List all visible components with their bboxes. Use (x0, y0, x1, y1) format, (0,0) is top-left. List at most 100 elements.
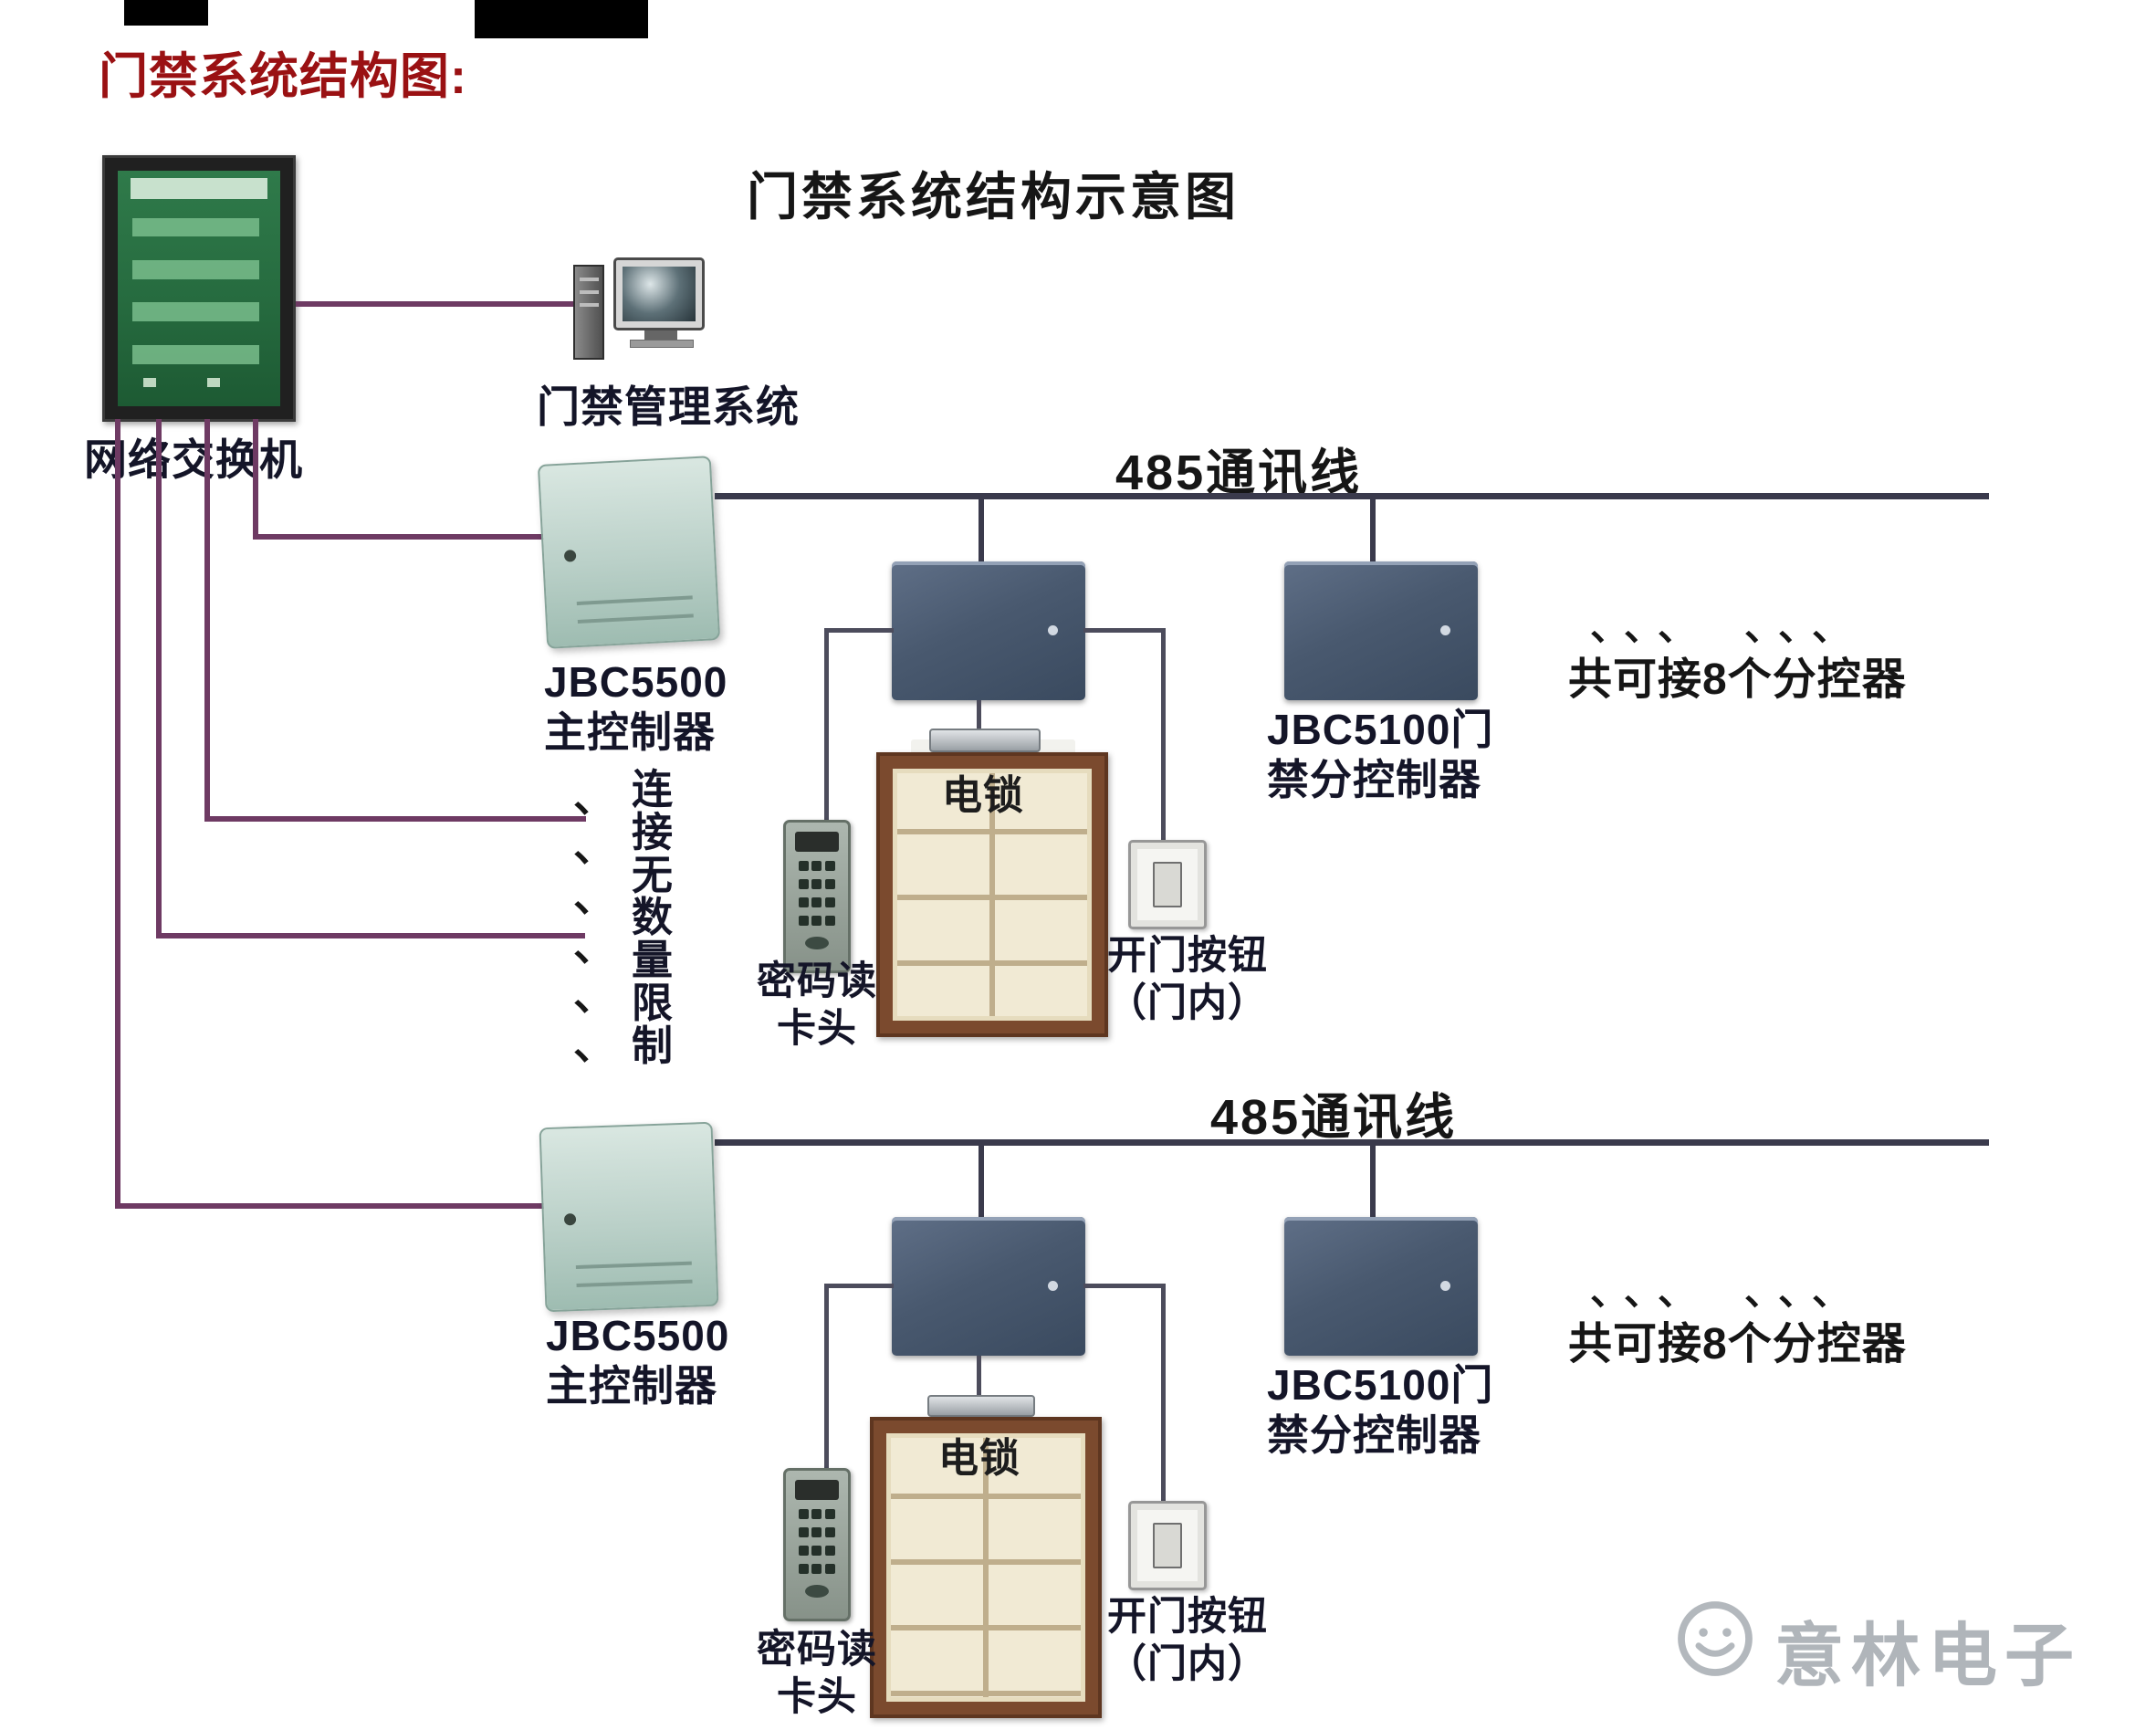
electric-lock-device-2 (927, 1395, 1035, 1417)
wire-riser-1 (253, 419, 258, 540)
indicator-dot (1048, 624, 1058, 635)
bus-label-2: 485通讯线 (1210, 1090, 1458, 1145)
main-controller-label-1: JBC5500 主控制器 (544, 658, 728, 757)
diagram-title: 门禁系统结构示意图 (747, 168, 1240, 225)
bus-label-1: 485通讯线 (1115, 446, 1363, 500)
indicator-dot (1440, 624, 1450, 635)
bus-line-485-1 (715, 493, 1989, 499)
reader-sensor (805, 1585, 829, 1598)
screw-dot (563, 550, 577, 562)
switch-panel-strip (131, 177, 267, 199)
wire-to-button-2-drop (1161, 1284, 1166, 1503)
keypad-reader-icon-2 (783, 1468, 851, 1621)
button-label-2: 开门按钮 （门内） (1107, 1595, 1268, 1686)
scan-artifact-bar (475, 0, 648, 38)
switch-port-row (132, 302, 259, 322)
tower-slot (579, 290, 599, 294)
switch-chip (143, 378, 157, 388)
expand-marks-2: 、、、 、、、 (1590, 1270, 1866, 1313)
monitor-base (630, 340, 694, 348)
screw-dot (563, 1213, 577, 1226)
keypad-reader-icon-1 (783, 820, 851, 973)
button-rocker (1153, 1523, 1182, 1568)
wire-to-lock-2 (977, 1356, 981, 1416)
computer-monitor-icon (613, 257, 705, 330)
switch-chip (206, 378, 220, 388)
network-switch-image (102, 155, 296, 422)
switch-port-row (132, 344, 259, 364)
button-label-1: 开门按钮 （门内） (1107, 934, 1268, 1025)
unlimited-note: 连 接 无 数 量 限 制 (632, 766, 675, 1069)
vent-line (576, 1279, 693, 1288)
door-image-2 (870, 1417, 1102, 1718)
switch-port-row (132, 217, 259, 237)
reader-keypad (786, 859, 848, 928)
reader-label-2: 密码读 卡头 (757, 1628, 877, 1719)
reader-sensor (805, 937, 829, 949)
sub-controller-label-2: JBC5100门 禁分控制器 (1267, 1361, 1494, 1460)
indicator-dot (1440, 1280, 1450, 1291)
indicator-dot (1048, 1280, 1058, 1291)
reader-keypad (786, 1507, 848, 1576)
switch-port-row (132, 260, 259, 279)
wire-to-reader-1 (824, 628, 894, 633)
management-system-label: 门禁管理系统 (537, 383, 800, 431)
door-button-icon-2 (1128, 1501, 1207, 1590)
monitor-screen (623, 267, 696, 321)
reader-screen (794, 832, 840, 852)
bus-drop-1a (979, 498, 984, 563)
wire-to-button-1 (1083, 628, 1164, 633)
bus-drop-2a (979, 1144, 984, 1217)
door-image-1 (876, 752, 1108, 1037)
wire-to-reader-2 (824, 1284, 894, 1288)
button-rocker (1153, 862, 1182, 907)
vent-line (578, 613, 694, 624)
monitor-stand (644, 330, 677, 340)
main-controller-box-2 (539, 1121, 719, 1313)
expand-marks-1: 、、、 、、、 (1590, 605, 1866, 648)
vent-line (576, 1262, 692, 1270)
sub-controller-label-1: JBC5100门 禁分控制器 (1267, 706, 1494, 804)
wire-riser-4 (115, 419, 120, 1209)
wire-to-reader-1-drop (824, 628, 829, 822)
vent-line (577, 595, 693, 606)
bus-drop-1b (1370, 498, 1376, 563)
sub-controller-box-1a (892, 561, 1085, 700)
expand-note-1: 共可接8个分控器 (1568, 655, 1907, 704)
wire-to-main-controller-1 (253, 534, 545, 540)
computer-tower-icon (573, 265, 604, 360)
sub-controller-box-2b (1284, 1217, 1478, 1356)
wire-to-main-controller-2 (115, 1203, 544, 1209)
lock-label-1: 电锁 (942, 773, 1024, 818)
wire-switch-to-pc (296, 301, 573, 307)
watermark-text: 意林电子 (1774, 1618, 2081, 1695)
wire-to-lock-1 (977, 700, 981, 735)
sub-controller-box-1b (1284, 561, 1478, 700)
bus-drop-2b (1370, 1144, 1376, 1217)
main-controller-box-1 (537, 456, 721, 649)
reader-label-1: 密码读 卡头 (757, 959, 877, 1051)
sub-controller-box-2a (892, 1217, 1085, 1356)
main-controller-label-2: JBC5500 主控制器 (546, 1312, 730, 1410)
door-glass (886, 1433, 1085, 1702)
lock-label-2: 电锁 (938, 1436, 1020, 1481)
wire-branch-2 (204, 816, 586, 822)
bus-line-485-2 (715, 1139, 1989, 1146)
tower-slot (579, 303, 599, 307)
wire-to-button-2 (1083, 1284, 1164, 1288)
scan-artifact-bar (124, 0, 208, 26)
unlimited-marks: 、 、 、 、 、 、 (573, 773, 616, 1069)
electric-lock-device-1 (929, 729, 1041, 752)
page-title: 门禁系统结构图: (99, 49, 467, 104)
door-button-icon-1 (1128, 840, 1207, 929)
door-glass (893, 769, 1092, 1021)
expand-note-2: 共可接8个分控器 (1568, 1320, 1907, 1368)
wire-to-button-1-drop (1161, 628, 1166, 843)
wire-to-reader-2-drop (824, 1284, 829, 1472)
wire-branch-3 (156, 933, 585, 938)
tower-slot (579, 278, 599, 281)
circuit-board (118, 171, 280, 406)
smiley-logo-icon (1676, 1599, 1754, 1678)
wire-riser-2 (204, 419, 210, 822)
